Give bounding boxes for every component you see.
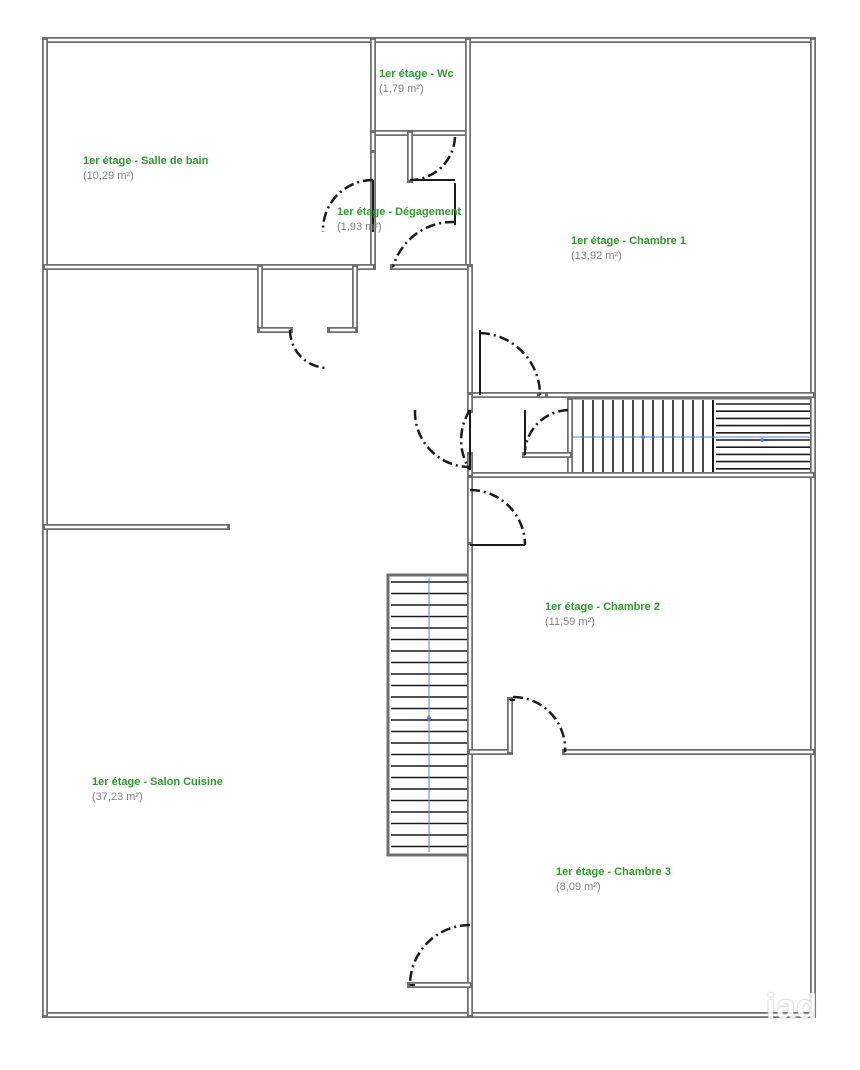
room-area-chambre-1: (13,92 m²) bbox=[571, 250, 622, 262]
door-chambre-2-top-swing bbox=[469, 488, 527, 546]
room-area-degagement: (1,93 m²) bbox=[337, 221, 382, 233]
room-name-salle-de-bain: 1er étage - Salle de bain bbox=[83, 155, 209, 167]
room-name-chambre-1: 1er étage - Chambre 1 bbox=[571, 235, 686, 247]
room-area-wc: (1,79 m²) bbox=[379, 83, 424, 95]
room-label-chambre-1: 1er étage - Chambre 1 (13,92 m²) bbox=[571, 234, 686, 264]
door-chambre-2-swing bbox=[512, 695, 567, 753]
room-label-chambre-2: 1er étage - Chambre 2 (11,59 m²) bbox=[545, 600, 660, 630]
room-name-chambre-3: 1er étage - Chambre 3 bbox=[556, 866, 671, 878]
room-area-salon-cuisine: (37,23 m²) bbox=[92, 791, 143, 803]
door-landing-swing bbox=[413, 409, 472, 471]
door-salle-de-bain-swing bbox=[321, 178, 374, 233]
door-chambre-1-swing bbox=[479, 331, 542, 396]
room-area-chambre-2: (11,59 m²) bbox=[545, 616, 595, 628]
stair-direction-marker bbox=[427, 716, 431, 720]
room-area-salle-de-bain: (10,29 m²) bbox=[83, 170, 134, 182]
door-cupboard-swing bbox=[288, 329, 329, 370]
walls bbox=[42, 37, 816, 1018]
room-label-salle-de-bain: 1er étage - Salle de bain (10,29 m²) bbox=[83, 154, 208, 184]
watermark-logo: iad bbox=[766, 988, 819, 1026]
room-label-salon-cuisine: 1er étage - Salon Cuisine (37,23 m²) bbox=[92, 775, 223, 805]
door-swings bbox=[288, 136, 569, 986]
stair-direction-marker bbox=[641, 435, 645, 439]
door-degagement-swing bbox=[391, 220, 456, 268]
room-name-salon-cuisine: 1er étage - Salon Cuisine bbox=[92, 776, 223, 788]
door-wc-swing bbox=[409, 136, 457, 182]
room-name-chambre-2: 1er étage - Chambre 2 bbox=[545, 601, 660, 613]
room-name-wc: 1er étage - Wc bbox=[379, 68, 454, 80]
room-name-degagement: 1er étage - Dégagement bbox=[337, 206, 462, 218]
door-chambre-3-swing bbox=[408, 923, 471, 986]
room-area-chambre-3: (8,09 m²) bbox=[556, 881, 601, 893]
room-label-degagement: 1er étage - Dégagement (1,93 m²) bbox=[337, 205, 461, 235]
room-label-chambre-3: 1er étage - Chambre 3 (8,09 m²) bbox=[556, 865, 671, 895]
door-landing-stairs-swing bbox=[523, 408, 569, 451]
staircases bbox=[386, 396, 815, 857]
stair-direction-marker bbox=[760, 438, 764, 442]
room-label-wc: 1er étage - Wc (1,79 m²) bbox=[379, 67, 454, 97]
